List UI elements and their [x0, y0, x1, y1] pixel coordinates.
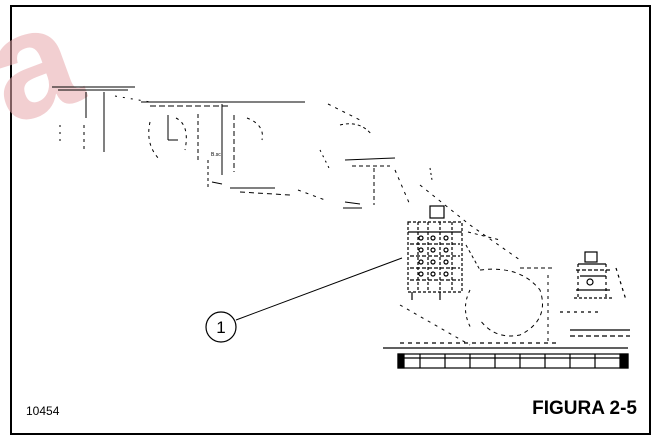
callout-leader-line [235, 257, 403, 321]
carrier-chassis [383, 342, 629, 369]
figure-caption: FIGURA 2-5 [532, 398, 637, 419]
superstructure [399, 231, 555, 346]
watermark-logo: a [0, 0, 100, 156]
callout-bubble [205, 311, 237, 343]
drawing-detail-label: B.sc [211, 152, 221, 158]
operator-cab [560, 251, 630, 337]
control-valve-bank [407, 205, 463, 300]
boom-structure [52, 86, 521, 261]
figure-frame [10, 5, 651, 435]
callout-number-label: 1 [216, 318, 225, 337]
image-reference-number: 10454 [26, 404, 60, 418]
